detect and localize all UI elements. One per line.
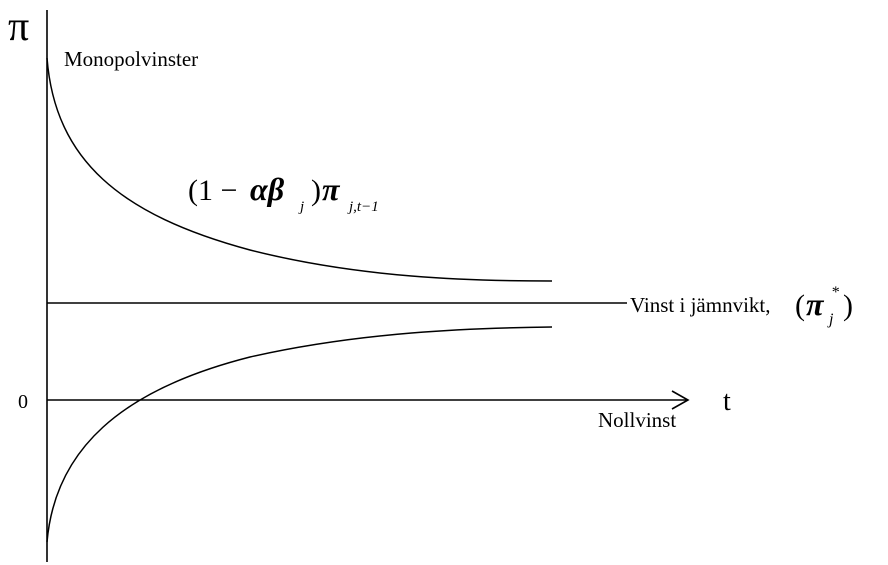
equilibrium-profit-label: Vinst i jämnvikt,	[630, 293, 771, 317]
svg-text:π: π	[322, 171, 341, 207]
svg-text:j: j	[827, 311, 834, 328]
svg-text:π: π	[806, 286, 825, 322]
svg-text:αβ: αβ	[250, 171, 285, 207]
svg-text:): )	[311, 174, 321, 207]
svg-text:(: (	[795, 289, 805, 322]
svg-text:j,t−1: j,t−1	[347, 199, 379, 215]
svg-text:*: *	[831, 284, 839, 301]
x-axis-label: t	[723, 386, 731, 417]
x-axis-arrowhead	[671, 390, 690, 410]
svg-text:): )	[843, 289, 853, 322]
curve-formula: (1 − αβ j ) π j,t−1	[188, 171, 379, 215]
upper-convergence-curve	[46, 57, 553, 282]
zero-profit-label: Nollvinst	[598, 408, 676, 432]
lower-convergence-curve	[46, 326, 553, 543]
origin-label: 0	[18, 391, 28, 413]
svg-text:(1 −: (1 −	[188, 174, 237, 207]
equilibrium-formula: ( π * j )	[795, 284, 853, 328]
svg-text:j: j	[298, 199, 304, 215]
y-axis-label: π	[8, 4, 29, 50]
monopoly-profit-label: Monopolvinster	[64, 47, 198, 71]
